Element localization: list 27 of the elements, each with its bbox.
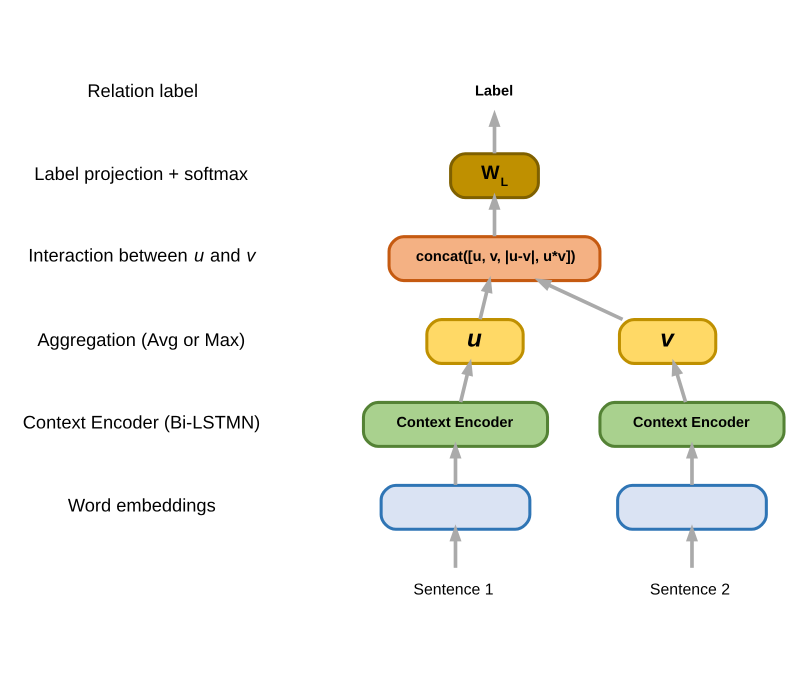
arrow (478, 275, 492, 320)
node-box: u (425, 318, 525, 364)
node-text: Label (474, 82, 514, 99)
arrow (488, 109, 500, 153)
arrow (534, 278, 624, 320)
arrow (458, 358, 473, 402)
label: Aggregation (Avg or Max) (37, 328, 246, 350)
label: Word embeddings (68, 494, 216, 516)
node-text: Sentence 1 (413, 580, 494, 598)
label: Relation label (87, 80, 198, 101)
node-text: Sentence 2 (650, 580, 730, 598)
arrow (488, 192, 500, 236)
node-box: v (618, 318, 718, 364)
node-box: Context Encoder (598, 400, 786, 448)
node-box: concat([u, v, |u-v|, u*v]) (388, 234, 602, 282)
node-box: W$_{L}$ (449, 152, 540, 199)
label: Interaction between u and v (28, 244, 256, 266)
arrow (450, 524, 462, 568)
arrow (686, 440, 698, 484)
label: Label projection + softmax (34, 162, 248, 184)
label: Context Encoder (Bi-LSTMN) (22, 411, 260, 432)
arrow (672, 358, 688, 402)
node-box (380, 483, 532, 530)
arrow (686, 524, 698, 568)
node-box (616, 483, 768, 530)
node-box: Context Encoder (362, 400, 550, 448)
arrow (450, 440, 462, 484)
